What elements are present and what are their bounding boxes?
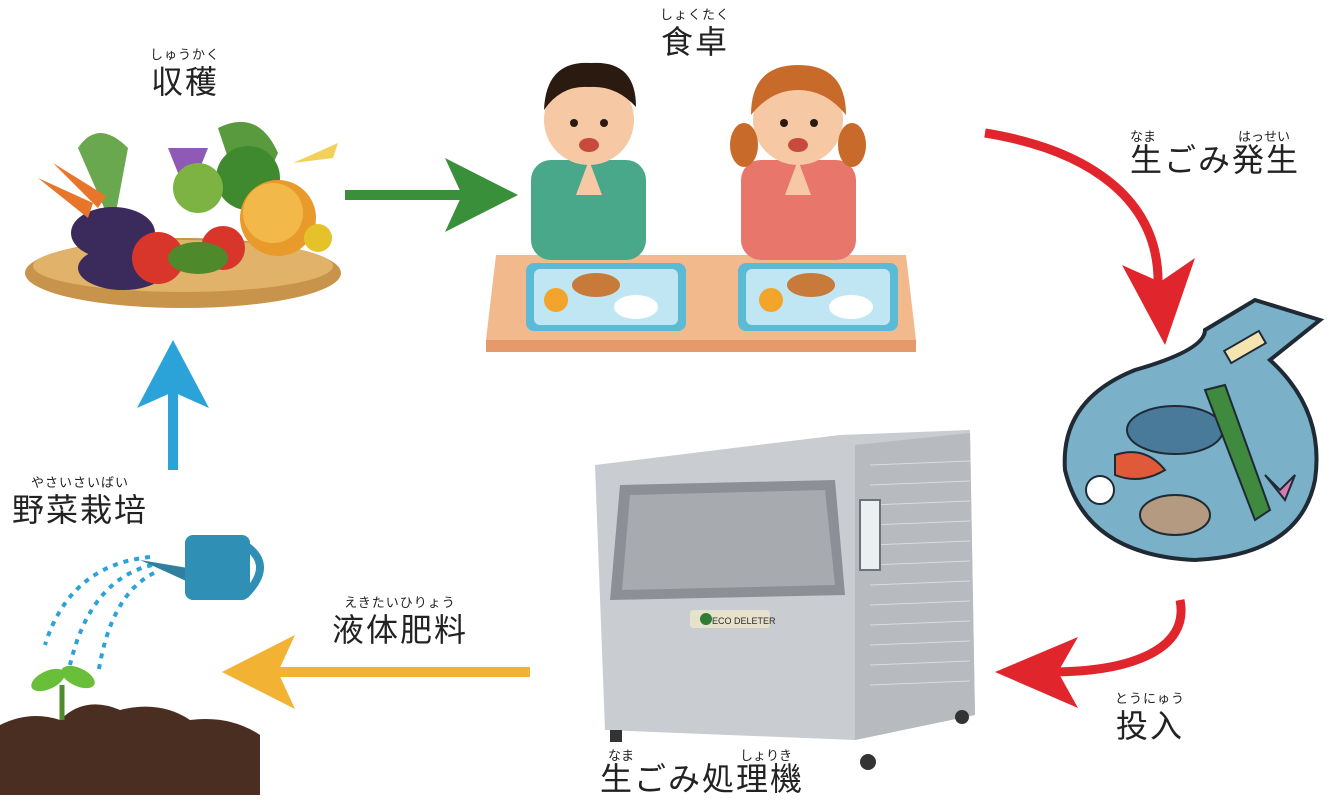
machine-label: 生ごみ処理機: [600, 760, 805, 798]
input-label: 投入: [1115, 707, 1184, 745]
garbage-processor-illustration: ECO DELETER: [595, 430, 975, 770]
waste-label: 生ごみ発生: [1130, 141, 1301, 179]
arrow-waste-to-machine: [995, 599, 1186, 708]
arrow-cultivation-to-harvest: [137, 340, 209, 470]
label-waste: なま はっせい 生ごみ発生: [1130, 126, 1300, 178]
dining-table-illustration: [486, 62, 916, 352]
machine-reading-b: しょりき: [740, 749, 793, 764]
cultivation-label: 野菜栽培: [11, 491, 148, 529]
cultivation-reading: やさいさいばい: [30, 476, 129, 491]
table-reading: しょくたく: [659, 8, 730, 23]
label-fertilizer: えきたいひりょう 液体肥料: [320, 596, 480, 648]
label-machine: なま しょりき 生ごみ処理機: [600, 745, 830, 797]
arrow-machine-to-fertilizer: [222, 635, 530, 709]
waste-reading-b: はっせい: [1238, 130, 1291, 145]
vegetable-basket-illustration: [25, 121, 341, 308]
label-table: しょくたく 食卓: [640, 8, 750, 60]
machine-reading-a: なま: [608, 749, 635, 764]
arrow-harvest-to-table: [345, 158, 518, 232]
arrow-table-to-waste: [984, 128, 1195, 345]
machine-brand-text: ECO DELETER: [712, 616, 776, 626]
waste-bag-illustration: [1062, 297, 1325, 563]
harvest-reading: しゅうかく: [149, 48, 220, 63]
table-label: 食卓: [660, 23, 729, 61]
label-harvest: しゅうかく 収穫: [130, 48, 240, 100]
fertilizer-reading: えきたいひりょう: [344, 596, 456, 611]
input-reading: とうにゅう: [1114, 692, 1185, 707]
label-cultivation: やさいさいばい 野菜栽培: [0, 476, 160, 528]
harvest-label: 収穫: [150, 63, 219, 101]
waste-reading-a: なま: [1130, 130, 1157, 145]
label-input: とうにゅう 投入: [1095, 692, 1205, 744]
seedling-watering-illustration: [0, 535, 264, 795]
fertilizer-label: 液体肥料: [331, 611, 468, 649]
